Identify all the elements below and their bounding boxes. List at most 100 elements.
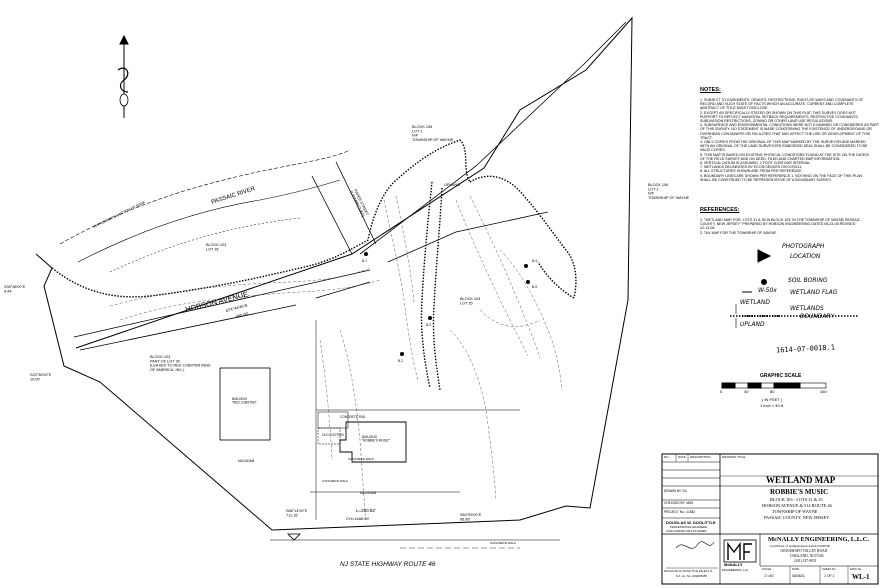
note-line: 3. SUBSURFACE AND ENVIRONMENTAL CONDITIO… [700, 123, 880, 128]
block-lots: BLOCK 103 - LOTS 31 & 35 [770, 497, 823, 502]
label-line: BLOCK 103 [460, 297, 480, 301]
label-line: S20°38'00"E [30, 373, 52, 377]
dwg-number: WL-1 [852, 573, 870, 581]
note-line: OF THIS SURVEY. NO STATEMENT IS MADE CON… [700, 127, 872, 132]
north-arrow [117, 34, 129, 118]
note-line: 4. ONLY COPIES FROM THE ORIGINAL OF THIS… [700, 140, 866, 145]
building-robbies-label: BUILDING"ROBBIE'S MUSIC" [362, 435, 390, 443]
hobson-distance-label: 480.08' [235, 311, 249, 319]
concrete-walk-label: CONCRETE WALK [322, 479, 348, 483]
building-robbies-music [339, 421, 407, 463]
company-logo [723, 539, 757, 563]
highway-triangle [287, 533, 301, 541]
hobson-avenue-north-line [73, 211, 549, 338]
date-field-label: DATE [792, 567, 800, 571]
property-boundary [35, 16, 633, 531]
soil-boring-icon [524, 264, 528, 268]
soil-boring-symbols [364, 252, 530, 356]
label-line: BLOCK 106 [412, 125, 432, 129]
label-line: 66.96' [460, 517, 471, 521]
scale-tick-0: 0 [720, 389, 723, 394]
notes-title: NOTES: [700, 87, 721, 93]
river-bank-line-1 [59, 149, 351, 245]
note-line: 8. ALL STRUCTURES SHOWN ARE FROM PER REF… [700, 169, 803, 174]
rev-header-date: DATE [678, 455, 686, 459]
hobson-avenue-south-line [79, 281, 371, 351]
legend-boundary-line2: BOUNDARY [800, 313, 835, 320]
label-line: "ROBBIE'S MUSIC" [362, 439, 390, 443]
dwg-field-label: DWG No. [850, 567, 862, 571]
site-address: HOBSON AVENUE & 514 ROUTE 46 [762, 503, 832, 508]
reference-line: COUNTY, NEW JERSEY" PREPARED BY HOBSON E… [700, 222, 856, 227]
reference-line: 2. TAX MAP FOR THE TOWNSHIP OF WAYNE. [700, 230, 778, 235]
surveyor-title2: LAND SURVEYOR & PLANNER [666, 529, 707, 533]
label-line: BLOCK 103 [206, 243, 226, 247]
legend-flag-code: W-50x [758, 287, 777, 294]
signature-caption: DOUGLAS W. DOOLITTLE P.E.&P.L.S. [664, 569, 713, 573]
label-line: PART OF LOT 35 [150, 359, 180, 363]
township: TOWNSHIP OF WAYNE [772, 509, 818, 514]
certificate: Certificate of Authorization 24GA2792870… [770, 544, 831, 548]
scale-tick-3: 160 [820, 389, 827, 394]
label-line: BUILDING [232, 397, 248, 401]
curve-label: L=250.82' [356, 508, 376, 513]
note-line: WITH AN ORIGINAL OF THE LAND SURVEYORS E… [700, 144, 868, 149]
label-line: N/F [412, 134, 419, 138]
map-text: PASSAIC RIVER APPROXIMATE BOTTOM OF BANK… [93, 182, 538, 568]
legend-photo-line2: LOCATION [790, 253, 821, 260]
company-city: OAKLAND, NJ 07436 [790, 554, 824, 558]
legend-photo-line1: PHOTOGRAPH [782, 243, 825, 250]
soil-boring-icon [526, 280, 530, 284]
map-linework [35, 16, 633, 549]
title-block-frame [661, 453, 879, 585]
note-line: 7. WETLANDS DELINEATED BY ECOSCIENCES ON… [700, 165, 803, 170]
references-list: 1. "WETLAND MAP, FOR, LOTS 31 & 35 IN BL… [700, 218, 860, 235]
label-line: 10.00' [30, 377, 41, 381]
note-line: SUBDIVISION RESTRICTIONS, ZONING OR OTHE… [700, 119, 834, 124]
company-street: 169 RAMAPO VALLEY ROAD [780, 549, 828, 553]
project-no: PROJECT No.: 11582 [664, 510, 696, 514]
hobson-avenue-label: HOBSON AVENUE [184, 290, 249, 314]
upland-label: UPLAND [444, 182, 460, 187]
wetland-boundary-west [51, 139, 471, 298]
label-line: LOT 1 [648, 187, 658, 191]
note-line: VALID COPIES. [700, 148, 726, 153]
chord-label: CH=1486.99' [346, 516, 370, 521]
scale-tick-2: 80 [770, 389, 775, 394]
concrete-pad-label: CONCRETE PAD [340, 415, 366, 419]
soil-boring-label: B-2 [398, 359, 403, 363]
note-line: TRACT. [700, 135, 713, 140]
logo-line1: McNALLY [724, 562, 743, 567]
note-line: OVERHEAD CONTAINERS OR FACILITIES THAT M… [700, 131, 871, 136]
label-line: BLOCK 103 [150, 355, 170, 359]
license-number: N.J. Lic. No. 24GB35455 [676, 574, 707, 578]
note-line: ABSTRACT OF TITLE MIGHT DISCLOSE. [700, 106, 769, 111]
soil-boring-label: B-1 [362, 259, 367, 263]
label-line: OF AMERICA, INC.) [150, 368, 185, 372]
county: PASSAIC COUNTY, NEW JERSEY [764, 515, 830, 520]
macadam-label: MACADAM [360, 491, 377, 495]
label-line: LOT 35 [206, 247, 219, 251]
notes-list: 1. SUBJECT TO EASEMENTS, GRANTS, RESTRIC… [700, 98, 879, 182]
wetland-boundary-channel [420, 181, 443, 391]
scale-ratio: 1 inch = 40 ft. [760, 403, 785, 408]
label-line: 4.44' [4, 289, 12, 293]
label-line: LOT 35 [460, 301, 473, 305]
note-line: PURPORT TO REFLECT MUNICIPAL SETBACK REQ… [700, 114, 859, 119]
lot-line-diagonal [359, 21, 627, 255]
legend-soil-boring: SOIL BORING [788, 277, 828, 284]
note-line: 2. EXCEPT AS SPECIFICALLY STATED OR SHOW… [700, 110, 857, 115]
surveyor-signature [666, 541, 718, 569]
sheet-field-label: SHEET No. [822, 567, 837, 571]
drawing-title-label: DRAWING TITLE [722, 455, 746, 459]
old-footing-label: OLD FOOTING [322, 433, 344, 437]
label-line: S84°59'00"E [460, 513, 482, 517]
legend-boundary-line1: WETLANDS [790, 305, 824, 312]
building-red-lobster-label: BUILDING"RED LOBSTER" [232, 397, 257, 405]
legend-wetland-flag: WETLAND FLAG [790, 289, 838, 296]
label-line: TOWNSHIP OF WAYNE [412, 138, 454, 142]
